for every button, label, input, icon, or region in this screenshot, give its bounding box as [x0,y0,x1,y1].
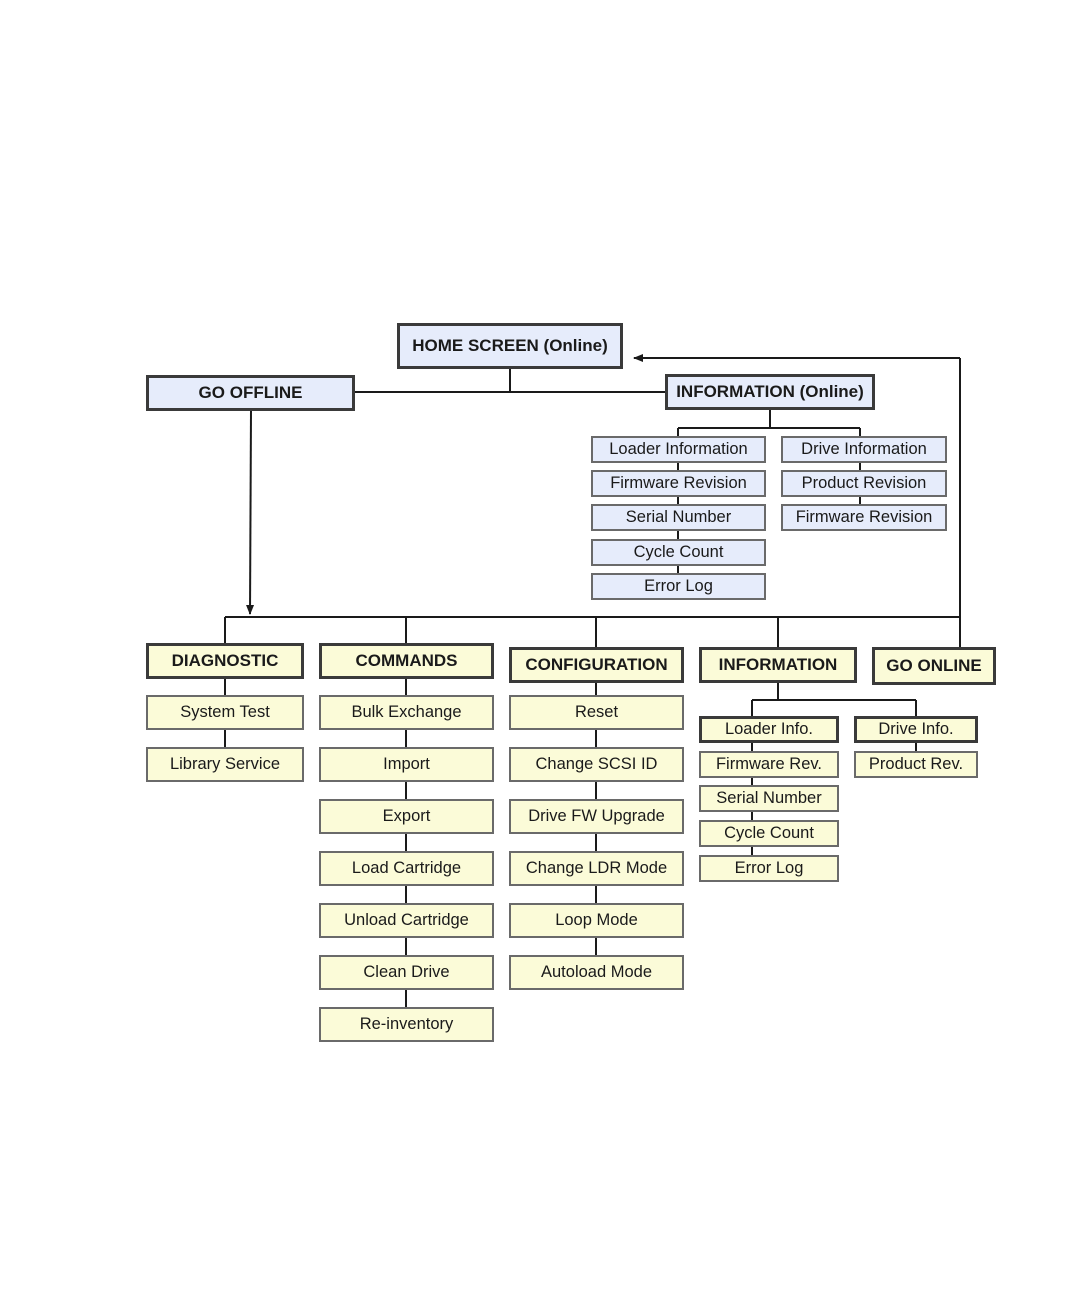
information-online-box: INFORMATION (Online) [665,374,875,410]
configuration-item: Loop Mode [509,903,684,938]
configuration-item: Change SCSI ID [509,747,684,782]
diagnostic-item: System Test [146,695,304,730]
info-loader-item: Firmware Revision [591,470,766,497]
configuration-item: Reset [509,695,684,730]
home-screen-box: HOME SCREEN (Online) [397,323,623,369]
commands-item: Clean Drive [319,955,494,990]
information-drive-item: Drive Info. [854,716,978,743]
information-loader-item: Error Log [699,855,839,882]
information-loader-item: Loader Info. [699,716,839,743]
configuration-item: Drive FW Upgrade [509,799,684,834]
diagnostic-header: DIAGNOSTIC [146,643,304,679]
information-loader-item: Cycle Count [699,820,839,847]
go-offline-box: GO OFFLINE [146,375,355,411]
commands-item: Load Cartridge [319,851,494,886]
information-loader-item: Firmware Rev. [699,751,839,778]
configuration-header: CONFIGURATION [509,647,684,683]
commands-item: Export [319,799,494,834]
diagnostic-item: Library Service [146,747,304,782]
info-drive-item: Drive Information [781,436,947,463]
commands-item: Bulk Exchange [319,695,494,730]
information-drive-item: Product Rev. [854,751,978,778]
info-loader-item: Loader Information [591,436,766,463]
info-loader-item: Cycle Count [591,539,766,566]
info-drive-item: Product Revision [781,470,947,497]
info-drive-item: Firmware Revision [781,504,947,531]
configuration-item: Autoload Mode [509,955,684,990]
info-loader-item: Error Log [591,573,766,600]
commands-item: Unload Cartridge [319,903,494,938]
commands-item: Import [319,747,494,782]
configuration-item: Change LDR Mode [509,851,684,886]
info-loader-item: Serial Number [591,504,766,531]
information-header: INFORMATION [699,647,857,683]
go-online-header: GO ONLINE [872,647,996,685]
commands-header: COMMANDS [319,643,494,679]
commands-item: Re-inventory [319,1007,494,1042]
information-loader-item: Serial Number [699,785,839,812]
